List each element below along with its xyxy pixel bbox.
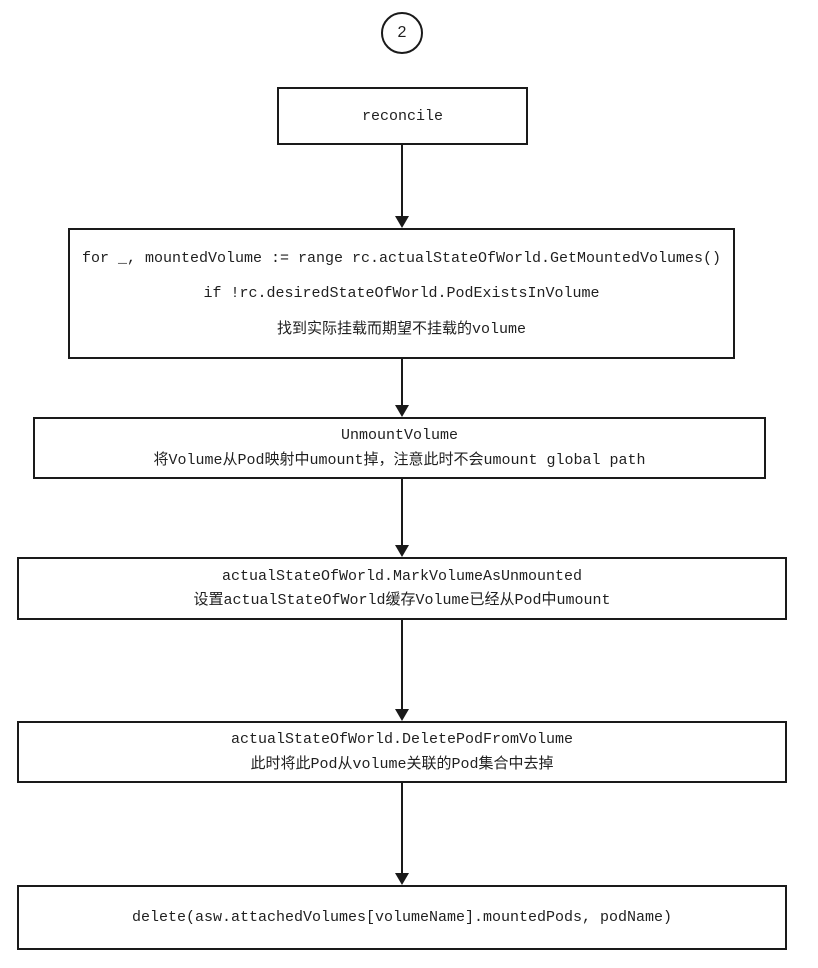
arrow-head-down-icon — [395, 709, 409, 721]
node-delete-pod-from-volume: actualStateOfWorld.DeletePodFromVolume 此… — [17, 721, 787, 783]
arrow-unmount-volume-to-mark-unmounted — [395, 479, 409, 557]
node-delete-asw-statement: delete(asw.attachedVolumes[volumeName].m… — [17, 885, 787, 950]
node-unmount-volume: UnmountVolume 将Volume从Pod映射中umount掉，注意此时… — [33, 417, 766, 479]
arrow-shaft — [401, 620, 403, 710]
node-mark-unmounted-title: actualStateOfWorld.MarkVolumeAsUnmounted — [221, 567, 583, 585]
arrow-head-down-icon — [395, 545, 409, 557]
node-find-unmount-comment: 找到实际挂载而期望不挂载的volume — [276, 320, 526, 338]
node-delete-pod-title: actualStateOfWorld.DeletePodFromVolume — [230, 731, 574, 749]
arrow-delete-pod-to-delete-asw — [395, 783, 409, 885]
arrow-head-down-icon — [395, 405, 409, 417]
node-find-unmount-code-line-1: for _, mountedVolume := range rc.actualS… — [81, 249, 722, 267]
arrow-shaft — [401, 145, 403, 217]
arrow-reconcile-to-find-unmount — [395, 145, 409, 228]
node-find-unmount-code-line-2: if !rc.desiredStateOfWorld.PodExistsInVo… — [203, 285, 600, 302]
arrow-find-unmount-to-unmount-volume — [395, 359, 409, 417]
page-badge-number: 2 — [397, 24, 407, 41]
node-mark-volume-as-unmounted: actualStateOfWorld.MarkVolumeAsUnmounted… — [17, 557, 787, 620]
node-delete-asw-code: delete(asw.attachedVolumes[volumeName].m… — [131, 909, 673, 926]
node-mark-unmounted-comment: 设置actualStateOfWorld缓存Volume已经从Pod中umoun… — [193, 592, 611, 610]
node-reconcile-label: reconcile — [361, 107, 443, 125]
arrow-head-down-icon — [395, 873, 409, 885]
node-reconcile: reconcile — [277, 87, 528, 145]
arrow-shaft — [401, 479, 403, 546]
page-badge-circle: 2 — [381, 12, 423, 54]
arrow-shaft — [401, 359, 403, 406]
node-find-unmount-loop: for _, mountedVolume := range rc.actualS… — [68, 228, 735, 359]
node-delete-pod-comment: 此时将此Pod从volume关联的Pod集合中去掉 — [250, 755, 554, 773]
node-unmount-volume-title: UnmountVolume — [340, 427, 459, 445]
arrow-mark-unmounted-to-delete-pod — [395, 620, 409, 721]
arrow-shaft — [401, 783, 403, 874]
arrow-head-down-icon — [395, 216, 409, 228]
node-unmount-volume-comment: 将Volume从Pod映射中umount掉，注意此时不会umount globa… — [153, 451, 646, 469]
